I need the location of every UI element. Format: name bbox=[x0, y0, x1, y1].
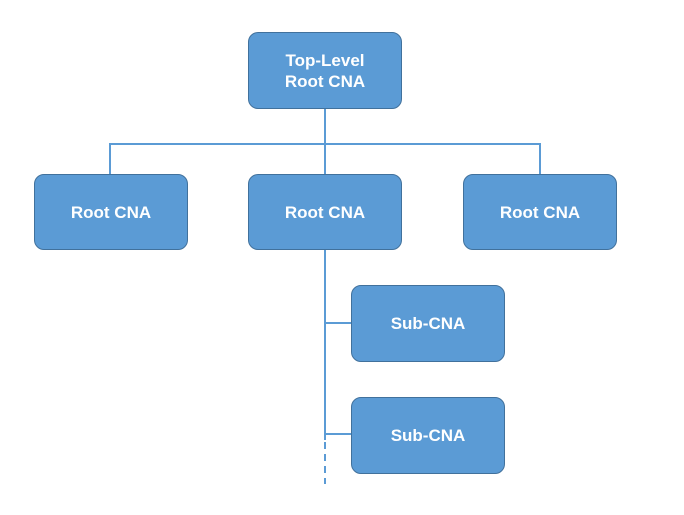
node-root-cna-right: Root CNA bbox=[463, 174, 617, 250]
node-top-level-root-cna: Top-Level Root CNA bbox=[248, 32, 402, 109]
node-root-cna-center: Root CNA bbox=[248, 174, 402, 250]
node-root-cna-right-label: Root CNA bbox=[499, 202, 581, 222]
node-root-cna-center-label: Root CNA bbox=[284, 202, 366, 222]
node-root-cna-left: Root CNA bbox=[34, 174, 188, 250]
node-root-cna-left-label: Root CNA bbox=[70, 202, 152, 222]
node-top-level-root-cna-label: Top-Level Root CNA bbox=[284, 50, 366, 91]
node-sub-cna-2-label: Sub-CNA bbox=[390, 426, 466, 445]
node-sub-cna-2: Sub-CNA bbox=[351, 397, 505, 474]
node-sub-cna-1: Sub-CNA bbox=[351, 285, 505, 362]
node-sub-cna-1-label: Sub-CNA bbox=[390, 314, 466, 333]
